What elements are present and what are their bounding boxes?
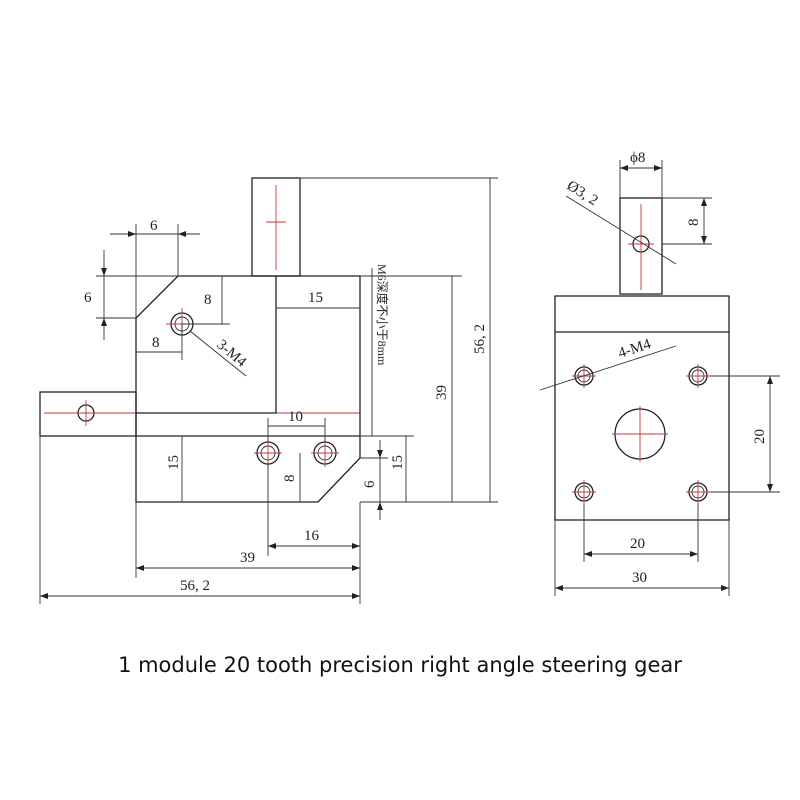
dim-8-vert: 8 [204,292,212,308]
front-hole-br [686,480,710,504]
dim-56-2-bottom: 56, 2 [180,578,210,594]
side-view: 6 6 8 15 8 3-M4 39 56, 2 M6深度不 [39,177,498,604]
dim-8-horiz: 8 [152,335,160,351]
dim-39-bottom: 39 [240,550,255,566]
dim-56-2-right: 56, 2 [472,324,488,354]
dim-8-shaft: 8 [686,219,702,227]
front-view: ϕ8 Ø3, 2 8 4-M4 20 20 30 [539,150,780,596]
dim-phi-8: ϕ8 [630,150,645,166]
dim-20-horiz: 20 [630,536,645,552]
dim-39-right: 39 [434,385,450,400]
dim-16: 16 [304,528,320,544]
dim-15-left: 15 [166,455,182,470]
dim-20-vert: 20 [752,429,768,444]
label-4-m4: 4-M4 [616,336,653,362]
dim-30: 30 [632,570,647,586]
note-m6-depth: M6深度不小于8mm [375,264,390,366]
caption: 1 module 20 tooth precision right angle … [118,653,682,677]
dim-15-top: 15 [308,290,323,306]
front-hole-tr [686,364,710,388]
front-body [554,295,730,521]
dim-15-right: 15 [390,455,406,470]
dim-6-left: 6 [84,290,92,306]
dim-8-small: 8 [282,475,298,483]
front-shaft [619,197,663,295]
dim-10: 10 [288,409,303,425]
left-shaft [39,391,137,437]
dim-6-top: 6 [150,218,158,234]
front-hole-bl [572,480,596,504]
dim-6-bottom: 6 [362,480,378,488]
technical-drawing: 6 6 8 15 8 3-M4 39 56, 2 M6深度不 [39,150,780,604]
dim-phi-3-2: Ø3, 2 [564,178,601,209]
